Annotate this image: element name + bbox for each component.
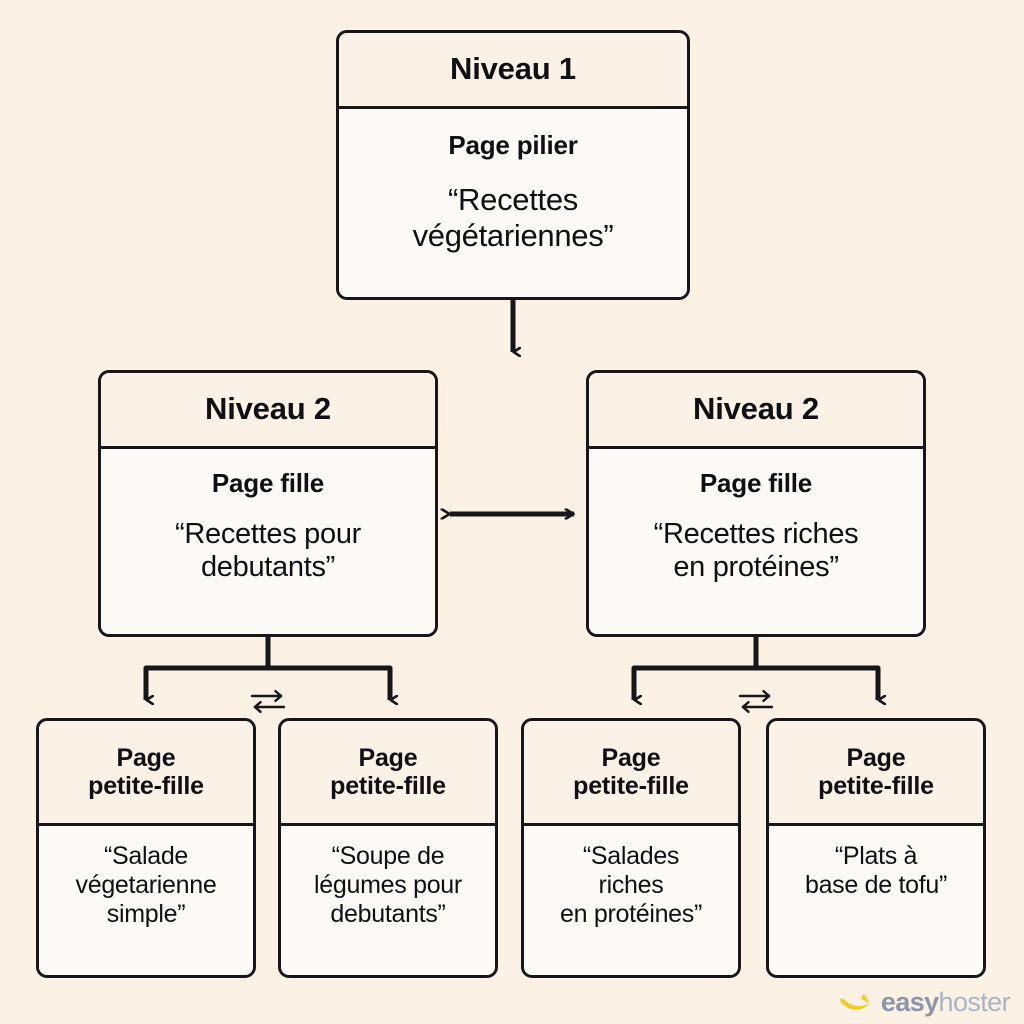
swoosh-icon — [839, 993, 870, 1010]
node-level-2-left[interactable]: Niveau 2 Page fille “Recettes pour debut… — [98, 370, 438, 637]
node-level-2-right-body: Page fille “Recettes riches en protéines… — [589, 449, 923, 634]
node-level-2-left-kind: Page fille — [211, 468, 325, 498]
node-level-3-1-header: Page petite-fille — [39, 721, 253, 826]
node-level-2-right-header: Niveau 2 — [589, 373, 923, 449]
node-level-3-4-header: Page petite-fille — [769, 721, 983, 826]
node-level-2-right-title: “Recettes riches en protéines” — [653, 517, 859, 584]
node-level-3-4-body: “Plats à base de tofu” — [769, 826, 983, 975]
logo-easy: easy — [880, 987, 939, 1017]
node-level-3-2-title: “Soupe de légumes pour debutants” — [314, 842, 462, 928]
node-level-2-left-body: Page fille “Recettes pour debutants” — [101, 449, 435, 634]
node-level-2-right[interactable]: Niveau 2 Page fille “Recettes riches en … — [586, 370, 926, 637]
node-level-3-3-title: “Salades riches en protéines” — [559, 842, 703, 928]
node-level-3-3[interactable]: Page petite-fille “Salades riches en pro… — [521, 718, 741, 978]
node-level-3-2-body: “Soupe de légumes pour debutants” — [281, 826, 495, 975]
node-level-1[interactable]: Niveau 1 Page pilier “Recettes végétarie… — [336, 30, 690, 300]
rightleftarrows-icon-right — [738, 690, 774, 713]
logo-hoster: hoster — [938, 987, 1011, 1017]
node-level-2-left-header: Niveau 2 — [101, 373, 435, 449]
node-level-3-1[interactable]: Page petite-fille “Salade végetarienne s… — [36, 718, 256, 978]
node-level-3-4-title: “Plats à base de tofu” — [804, 842, 948, 899]
node-level-2-right-kind: Page fille — [699, 468, 813, 498]
node-level-3-1-body: “Salade végetarienne simple” — [39, 826, 253, 975]
node-level-3-3-header: Page petite-fille — [524, 721, 738, 826]
node-level-3-3-body: “Salades riches en protéines” — [524, 826, 738, 975]
rightleftarrows-icon-left — [250, 690, 286, 713]
node-level-3-2[interactable]: Page petite-fille “Soupe de légumes pour… — [278, 718, 498, 978]
node-level-1-title: “Recettes végétariennes” — [412, 181, 614, 253]
node-level-2-left-title: “Recettes pour debutants” — [175, 517, 361, 584]
node-level-1-body: Page pilier “Recettes végétariennes” — [339, 109, 687, 297]
node-level-1-kind: Page pilier — [448, 130, 578, 160]
node-level-3-2-header: Page petite-fille — [281, 721, 495, 826]
node-level-3-4[interactable]: Page petite-fille “Plats à base de tofu” — [766, 718, 986, 978]
node-level-3-1-title: “Salade végetarienne simple” — [75, 842, 217, 928]
node-level-1-header: Niveau 1 — [339, 33, 687, 109]
logo-wordmark: easyhoster — [880, 987, 1011, 1017]
easyhoster-logo: easyhoster — [838, 987, 1011, 1017]
